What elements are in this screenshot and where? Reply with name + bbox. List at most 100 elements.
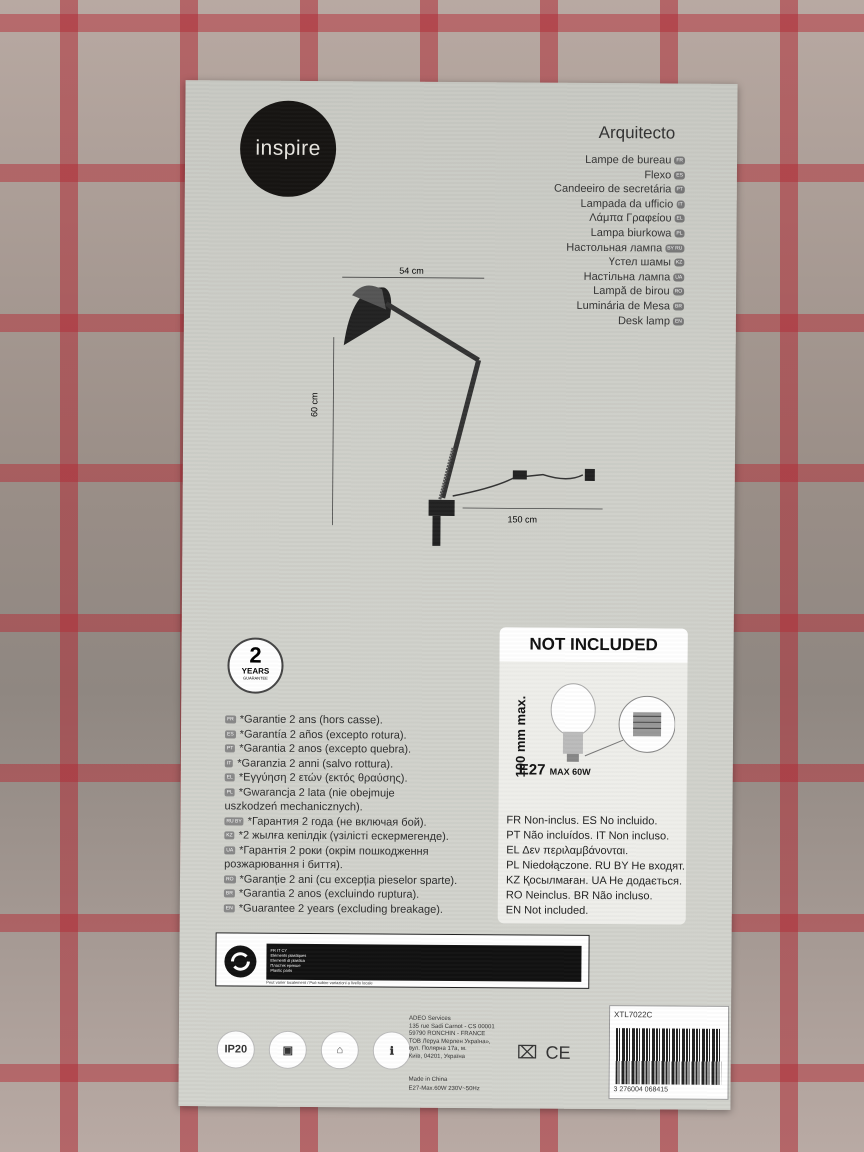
product-type-text: Flexo (644, 168, 672, 182)
product-type-text: Desk lamp (617, 314, 671, 328)
warranty-item: BR*Garantia 2 anos (excluindo ruptura). (223, 886, 457, 902)
origin-specs: Made in China E27-Max.60W 230V~50Hz (409, 1076, 480, 1094)
cable-label: 150 cm (507, 514, 537, 524)
ip-rating: IP20 (216, 1030, 255, 1069)
language-code: BR (223, 889, 235, 898)
language-code: PL (674, 229, 685, 238)
warranty-item: UA*Гарантія 2 роки (окрім пошкодження (224, 843, 457, 859)
address-line: вул. Полярна 17а, м. (408, 1045, 467, 1053)
warranty-item: розжарювання і биття). (224, 857, 457, 873)
recycling-line: Plastic parts (270, 967, 293, 973)
warranty-text: *Garantia 2 anos (excluindo ruptura). (238, 887, 420, 901)
electrical-specs: E27-Max.60W 230V~50Hz (408, 1085, 480, 1093)
bulb-icon (550, 683, 676, 762)
warranty-text: розжарювання і биття). (224, 858, 343, 872)
language-code: ES (674, 171, 685, 180)
recycling-bar (266, 943, 582, 982)
warranty-badge: 2 YEARS GUARANTEE (227, 637, 284, 694)
language-code: BY RU (665, 244, 685, 253)
recycle-icon (224, 945, 257, 978)
product-reference: XTL7022C (614, 1010, 653, 1020)
brand-logo: inspire (239, 100, 337, 198)
weee-icon: ⌧ (516, 1042, 538, 1063)
language-code: FR (225, 715, 236, 724)
warranty-item: RO*Garanție 2 ani (cu excepția pieselor … (223, 872, 457, 888)
double-insulation-icon: ▣ (268, 1030, 307, 1069)
product-type-text: Lampe de bureau (585, 153, 672, 167)
lamp-diagram: 54 cm 60 cm 150 cm (309, 267, 603, 546)
certification-marks: ⌧ CE (517, 1042, 571, 1063)
socket-spec: E27 MAX 60W (519, 761, 591, 779)
product-name: Arquitecto (598, 122, 676, 143)
warranty-text: *Garantie 2 ans (hors casse). (239, 713, 383, 727)
address-line: 59790 RONCHIN - FRANCE (408, 1030, 486, 1038)
warranty-item: EN*Guarantee 2 years (excluding breakage… (223, 901, 457, 917)
language-code: BR (673, 302, 685, 311)
product-type-text: Үстел шамы (608, 256, 671, 269)
address-line: Київ, 04201, Україна (408, 1053, 466, 1060)
language-code: IT (224, 758, 234, 768)
not-included-list: FR Non-inclus. ES No incluido.PT Não inc… (506, 813, 686, 919)
not-included-item: EL Δεν περιλαμβάνονται. (506, 844, 629, 858)
language-code: RU BY (224, 816, 244, 826)
brand-name: inspire (255, 136, 321, 161)
warranty-text: *Guarantee 2 years (excluding breakage). (238, 901, 444, 916)
warranty-list: FR*Garantie 2 ans (hors casse).ES*Garant… (223, 712, 459, 917)
product-type-text: Lampada da ufficio (580, 197, 674, 211)
not-included-item: PT Não incluídos. IT Non incluso. (506, 829, 670, 843)
language-code: EL (224, 773, 235, 782)
warranty-item: ES*Garantía 2 años (excepto rotura). (224, 727, 458, 743)
not-included-item: EN Not included. (505, 904, 589, 917)
language-code: IT (676, 200, 685, 209)
language-code: PL (224, 787, 235, 797)
product-type-text: Λάμπα Γραφείου (589, 212, 672, 225)
ce-mark-icon: CE (545, 1042, 571, 1063)
language-code: EN (672, 317, 684, 326)
language-code: EL (674, 214, 685, 224)
language-code: RO (223, 874, 236, 884)
max-power: MAX 60W (549, 766, 591, 777)
height-label: 60 cm (309, 392, 319, 417)
warranty-text: *Garantia 2 anos (excepto quebra). (239, 742, 412, 756)
symbol-row: IP20 ▣ ⌂ ℹ (216, 1030, 411, 1070)
language-code: UA (673, 273, 685, 282)
language-code: FR (674, 156, 686, 165)
indoor-use-icon: ⌂ (320, 1031, 359, 1070)
product-type-text: Candeeiro de secretária (553, 182, 672, 196)
warranty-text: *Garanzia 2 anni (salvo rottura). (237, 756, 394, 771)
language-code: PT (674, 185, 685, 194)
product-type-text: Lampa biurkowa (590, 226, 672, 240)
warranty-text: *Гарантія 2 роки (окрім пошкодження (239, 843, 429, 858)
warranty-item: uszkodzeń mechanicznych). (224, 799, 457, 815)
language-code: KZ (673, 258, 685, 267)
warranty-text: *Garantía 2 años (excepto rotura). (239, 727, 407, 742)
language-code: PT (224, 744, 236, 753)
socket-type: E27 (518, 761, 546, 779)
language-code: ES (224, 729, 236, 739)
warranty-text: *Gwarancja 2 lata (nie obejmuje (238, 785, 395, 800)
language-code: KZ (224, 831, 235, 840)
warranty-item: PT*Garantia 2 anos (excepto quebra). (224, 741, 458, 757)
width-label: 54 cm (399, 267, 424, 276)
warranty-item: FR*Garantie 2 ans (hors casse). (225, 712, 458, 728)
warranty-item: KZ*2 жылға кепілдік (үзілісті ескермеген… (224, 828, 457, 844)
product-type-text: Настольная лампа (566, 241, 663, 254)
not-included-panel: NOT INCLUDED 100 mm max. E27 MAX 60W FR … (497, 627, 688, 925)
warranty-item: PL*Gwarancja 2 lata (nie obejmuje (224, 785, 458, 801)
not-included-item: KZ Қосылмаған. UA Не додається. (505, 874, 683, 888)
warranty-text: uszkodzeń mechanicznych). (224, 800, 363, 814)
warranty-text: *Εγγύηση 2 ετών (εκτός θραύσης). (238, 771, 408, 785)
language-code: EN (223, 903, 235, 913)
barcode-label: XTL7022C 3 276004 068415 (608, 1005, 730, 1100)
not-included-header: NOT INCLUDED (499, 627, 688, 663)
warranty-item: RU BY*Гарантия 2 года (не включая бой). (224, 814, 457, 830)
warranty-item: EL*Εγγύηση 2 ετών (εκτός θραύσης). (224, 770, 458, 786)
not-included-item: PL Niedołączone. RU BY Не входят. (506, 859, 685, 873)
